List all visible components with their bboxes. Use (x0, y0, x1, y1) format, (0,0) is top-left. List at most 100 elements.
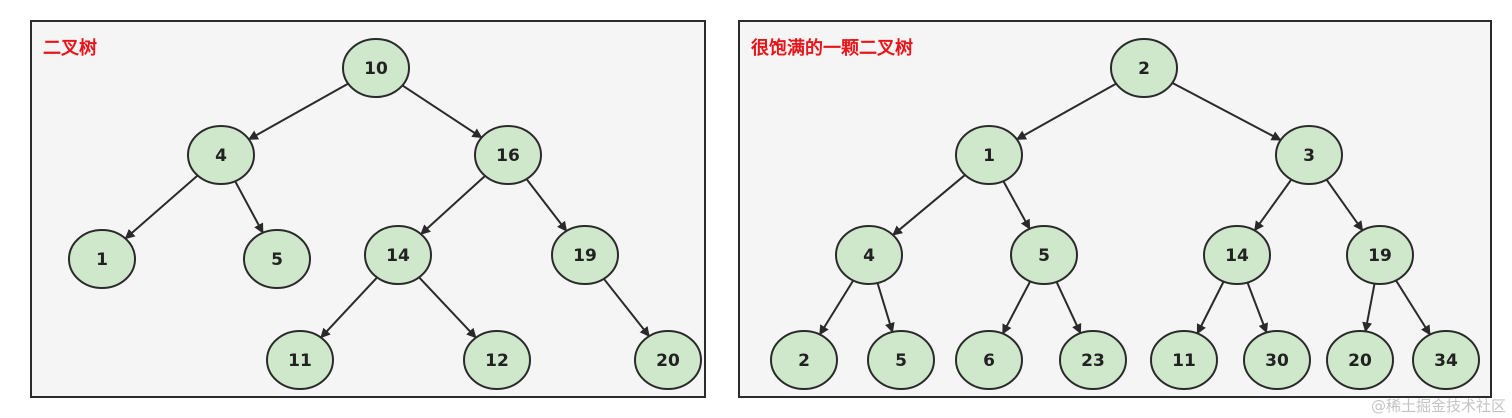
node-label: 3 (1303, 146, 1315, 166)
edge-r1-r5 (1002, 180, 1031, 230)
edge-r4-l2 (818, 279, 855, 336)
node-circle (474, 125, 542, 185)
watermark: @稀土掘金技术社区 (1370, 397, 1506, 415)
tree-node-n5: 5 (243, 229, 311, 289)
node-label: 6 (983, 351, 995, 371)
node-label: 1 (96, 250, 108, 270)
tree-node-n19: 19 (551, 225, 619, 285)
node-label: 16 (496, 146, 520, 166)
node-label: 11 (1172, 351, 1196, 371)
node-circle (266, 330, 334, 390)
node-label: 4 (863, 246, 875, 266)
node-label: 12 (485, 351, 509, 371)
node-circle (955, 125, 1023, 185)
edge-n16-n14 (420, 175, 486, 235)
edge-r4-l5 (876, 282, 895, 333)
node-label: 23 (1081, 351, 1105, 371)
tree-node-l11: 11 (1150, 330, 1218, 390)
node-label: 30 (1265, 351, 1289, 371)
edge-r2-r3 (1171, 82, 1282, 141)
node-label: 2 (1138, 59, 1150, 79)
tree-node-n4: 4 (187, 125, 255, 185)
node-circle (1412, 330, 1480, 390)
node-circle (1110, 38, 1178, 98)
edge-n10-n16 (401, 84, 483, 139)
node-circle (1326, 330, 1394, 390)
node-circle (867, 330, 935, 390)
tree-node-l30: 30 (1243, 330, 1311, 390)
tree-node-l5: 5 (867, 330, 935, 390)
edge-n16-n19 (525, 178, 568, 232)
tree-node-r14: 14 (1203, 225, 1271, 285)
node-label: 11 (288, 351, 312, 371)
edge-r5-l6 (1001, 280, 1032, 335)
node-label: 4 (215, 146, 227, 166)
tree-node-r3: 3 (1275, 125, 1343, 185)
tree-node-r5: 5 (1010, 225, 1078, 285)
node-circle (835, 225, 903, 285)
tree-node-l20: 20 (1326, 330, 1394, 390)
edge-n19-n20 (603, 278, 650, 337)
node-circle (68, 229, 136, 289)
tree-node-n14: 14 (364, 225, 432, 285)
node-circle (187, 125, 255, 185)
tree-node-r19: 19 (1346, 225, 1414, 285)
tree-node-n11: 11 (266, 330, 334, 390)
tree-node-n1: 1 (68, 229, 136, 289)
edge-r19-l20 (1362, 283, 1376, 333)
node-circle (1150, 330, 1218, 390)
node-label: 19 (1368, 246, 1392, 266)
node-label: 5 (1038, 246, 1050, 266)
tree-node-r2: 2 (1110, 38, 1178, 98)
edge-r14-l11 (1196, 281, 1225, 335)
node-label: 20 (656, 351, 680, 371)
edge-r1-r4 (892, 174, 966, 236)
node-label: 20 (1348, 351, 1372, 371)
edge-r3-r19 (1325, 179, 1364, 232)
node-circle (1346, 225, 1414, 285)
node-circle (551, 225, 619, 285)
node-circle (463, 330, 531, 390)
node-circle (243, 229, 311, 289)
node-circle (342, 38, 410, 98)
edge-n14-n12 (418, 276, 477, 339)
node-circle (364, 225, 432, 285)
edge-r19-l34 (1395, 279, 1431, 336)
tree-node-l23: 23 (1059, 330, 1127, 390)
node-label: 5 (895, 351, 907, 371)
node-circle (1275, 125, 1343, 185)
tree-node-r4: 4 (835, 225, 903, 285)
node-label: 14 (386, 246, 410, 266)
edge-n4-n1 (124, 174, 199, 240)
node-label: 14 (1225, 246, 1249, 266)
diagram-title-right: 很饱满的一颗二叉树 (751, 38, 913, 59)
edge-r5-l23 (1055, 281, 1082, 335)
node-circle (770, 330, 838, 390)
edge-r3-r14 (1253, 178, 1293, 232)
edge-n14-n11 (320, 276, 378, 339)
node-label: 10 (364, 59, 388, 79)
node-label: 1 (983, 146, 995, 166)
diagram-title-left: 二叉树 (43, 38, 97, 59)
node-label: 19 (573, 246, 597, 266)
node-circle (1010, 225, 1078, 285)
edge-r2-r1 (1015, 82, 1117, 141)
node-circle (1203, 225, 1271, 285)
node-circle (955, 330, 1023, 390)
node-circle (1059, 330, 1127, 390)
node-label: 5 (271, 250, 283, 270)
tree-node-n20: 20 (634, 330, 702, 390)
edge-r14-l30 (1246, 282, 1268, 334)
node-circle (1243, 330, 1311, 390)
tree-node-n10: 10 (342, 38, 410, 98)
node-circle (634, 330, 702, 390)
edge-n10-n4 (247, 82, 349, 141)
node-label: 34 (1434, 351, 1458, 371)
tree-node-l2: 2 (770, 330, 838, 390)
tree-node-n12: 12 (463, 330, 531, 390)
edge-n4-n5 (234, 180, 264, 234)
